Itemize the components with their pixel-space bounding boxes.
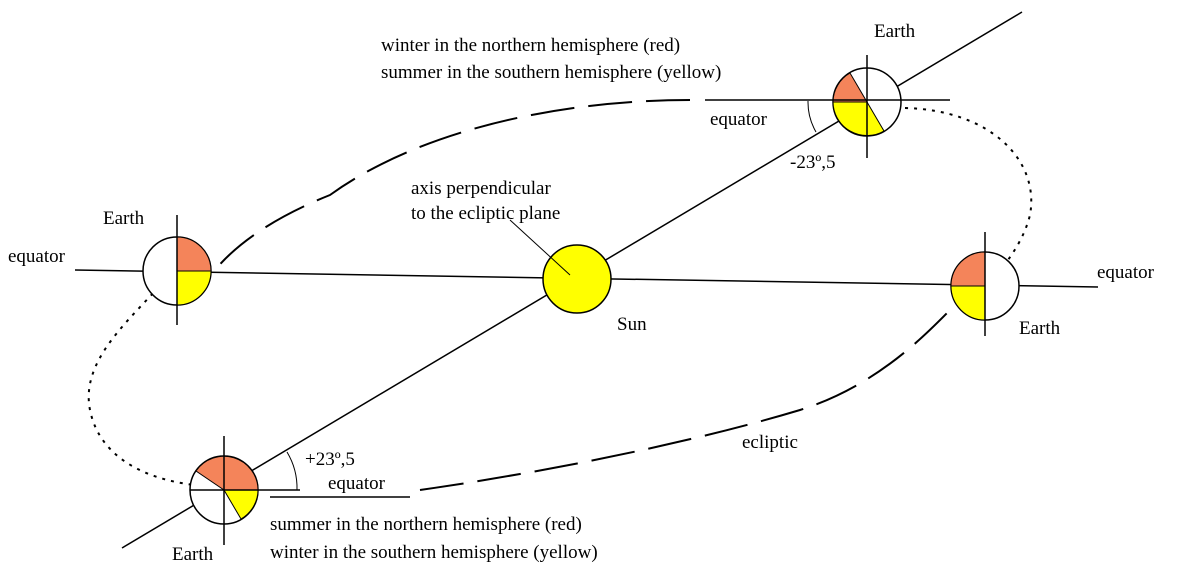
sun-disc: [542, 244, 612, 314]
earth-top-label: Earth: [874, 21, 916, 42]
earth-left-label: Earth: [103, 208, 145, 229]
winter-north-label: winter in the northern hemisphere (red): [381, 35, 680, 56]
earth-bottom: [189, 436, 410, 545]
summer-north-label: summer in the northern hemisphere (red): [270, 514, 582, 535]
earth-left-north: [176, 236, 212, 272]
earth-right-label: Earth: [1019, 318, 1061, 339]
summer-south-label: summer in the southern hemisphere (yello…: [381, 62, 721, 83]
equator-bottom-label: equator: [328, 473, 386, 494]
earth-right-north: [950, 251, 986, 287]
orbit-top-left-arc: [214, 99, 691, 271]
earth-right: [950, 232, 1020, 336]
equator-left-label: equator: [8, 246, 66, 267]
earth-right-south: [950, 285, 986, 321]
orbit-right-arc: [904, 107, 1033, 261]
earth-bottom-label: Earth: [172, 544, 214, 565]
axis-label-line1: axis perpendicular: [411, 178, 551, 199]
earth-left-south: [176, 270, 212, 306]
earth-top: [705, 55, 950, 158]
angle-top-label: -23º,5: [790, 152, 835, 173]
equator-top-label: equator: [710, 109, 768, 130]
winter-south-label: winter in the southern hemisphere (yello…: [270, 542, 598, 563]
orbit-left-arc: [87, 279, 196, 486]
sun-label: Sun: [617, 314, 647, 335]
ecliptic-label: ecliptic: [742, 432, 798, 453]
earth-left: [142, 215, 212, 325]
axis-label-line2: to the ecliptic plane: [411, 203, 560, 224]
angle-bottom-label: +23º,5: [305, 449, 355, 470]
sun-pointer: [509, 219, 571, 276]
angle-arc-bottom: [286, 451, 298, 491]
earth-bottom-north: [195, 455, 259, 491]
orbit-ecliptic: [87, 99, 1033, 491]
orbit-bottom-arc: [419, 304, 956, 491]
equator-right-label: equator: [1097, 262, 1155, 283]
angle-arc-top: [807, 100, 817, 133]
earth-top-south: [832, 101, 885, 137]
